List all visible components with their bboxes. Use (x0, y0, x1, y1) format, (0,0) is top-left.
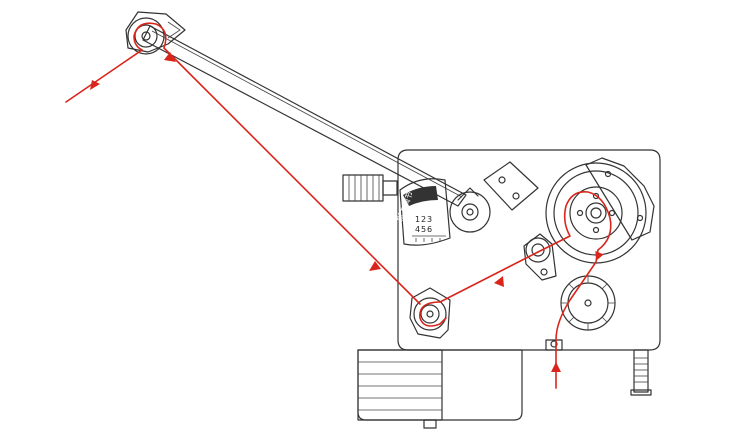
mounting-stud (630, 349, 652, 396)
scale-tick-6: 6 (427, 225, 432, 234)
mid-guide-eyelet (523, 233, 557, 281)
wire-to-top-pulley (163, 47, 421, 305)
wire-path (65, 22, 612, 389)
arrow-up-left-icon (369, 261, 381, 271)
tension-scale: 张力调节 1 2 3 4 5 6 (394, 178, 451, 246)
arrow-inlet-icon (551, 362, 561, 372)
tension-arm (142, 25, 467, 207)
arrow-top-icon (164, 52, 176, 62)
bracket-plate (483, 161, 539, 211)
wire-inlet-post (545, 339, 563, 351)
scale-tick-2: 2 (421, 215, 426, 224)
arrow-to-lower-icon (494, 276, 504, 287)
main-body-plate (397, 149, 661, 351)
arrow-outlet-icon (90, 80, 100, 90)
scale-tick-4: 4 (415, 225, 420, 234)
scale-tick-3: 3 (427, 215, 432, 224)
wire-inlet-segment (555, 249, 599, 389)
lower-guide-pulley (409, 287, 451, 339)
main-pulley (545, 157, 655, 264)
wire-outlet-segment (65, 49, 143, 103)
arrow-wrap-icon (595, 250, 604, 261)
wire-main-pulley-wrap (537, 190, 612, 253)
scale-tick-5: 5 (421, 225, 426, 234)
wire-to-lower-pulley (419, 251, 539, 327)
brake-dial (560, 275, 616, 331)
wire-top-wrap (133, 22, 167, 51)
arm-pivot-hub (449, 187, 491, 233)
knurled-adjust-knob (342, 174, 398, 202)
base-block (357, 349, 523, 429)
scale-tick-1: 1 (415, 215, 420, 224)
top-guide-pulley (125, 11, 186, 55)
